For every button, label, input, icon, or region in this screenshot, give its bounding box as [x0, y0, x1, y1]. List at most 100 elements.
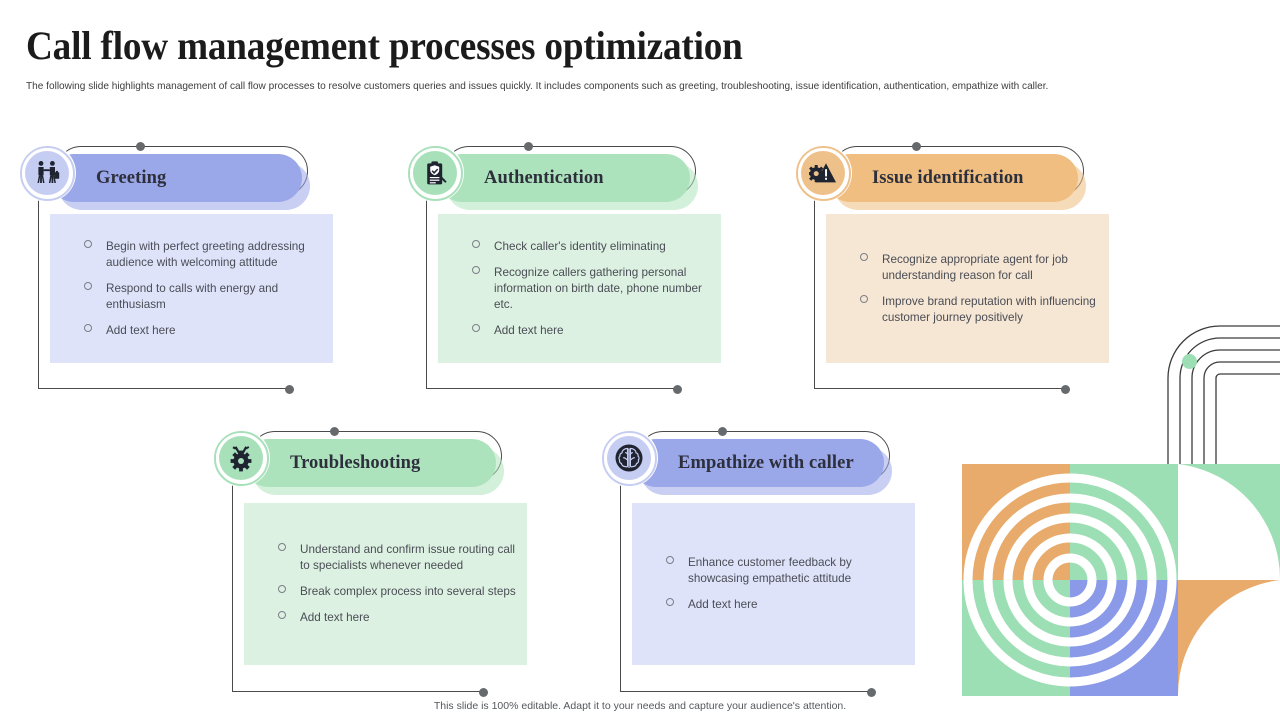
card-icon-badge [18, 144, 76, 202]
bullet-text: Improve brand reputation with influencin… [882, 294, 1096, 324]
card-title: Troubleshooting [290, 452, 421, 473]
card-bracket [620, 480, 872, 692]
card-greeting[interactable]: Greeting Begin with perfect greeting add… [18, 140, 338, 394]
card-bracket [232, 480, 484, 692]
bracket-end-dot [673, 385, 682, 394]
gear-tools-icon [230, 446, 252, 472]
card-icon-badge [794, 144, 852, 202]
bullet-text: Add text here [688, 598, 758, 611]
badge-ring-gap [410, 148, 460, 198]
bullet-marker [84, 281, 92, 290]
handshake-people-icon [37, 161, 60, 183]
card-troubleshooting[interactable]: Troubleshooting Understand and confirm i… [212, 425, 532, 697]
list-item: Respond to calls with energy and enthusi… [84, 281, 323, 313]
list-item: Break complex process into several steps [278, 584, 517, 600]
bullet-marker [666, 598, 674, 606]
card-bracket [38, 195, 290, 389]
badge-ring-gap [604, 433, 654, 483]
header-pill[interactable] [50, 154, 302, 202]
bullet-marker [278, 585, 286, 593]
bullet-text: Break complex process into several steps [300, 585, 516, 598]
bullet-marker [666, 556, 674, 564]
card-body: Enhance customer feedback by showcasing … [632, 503, 915, 665]
header-pill[interactable] [438, 154, 690, 202]
bullet-marker [860, 294, 868, 303]
list-item: Understand and confirm issue routing cal… [278, 542, 517, 574]
badge-disc [25, 151, 69, 195]
bullet-text: Begin with perfect greeting addressing a… [106, 239, 305, 269]
header-pill[interactable] [826, 154, 1078, 202]
bullet-text: Recognize appropriate agent for job unde… [882, 252, 1068, 282]
card-body: Recognize appropriate agent for job unde… [826, 214, 1109, 363]
card-authentication[interactable]: Authentication Check caller's identity e… [406, 140, 726, 394]
bracket-end-dot [867, 688, 876, 697]
card-title: Authentication [484, 167, 604, 188]
badge-ring-gap [22, 148, 72, 198]
bullet-text: Recognize callers gathering personal inf… [494, 265, 702, 311]
badge-ring [407, 145, 463, 201]
header-pill[interactable] [244, 439, 496, 487]
bullet-marker [472, 265, 480, 274]
badge-disc [607, 436, 651, 480]
bullet-marker [472, 323, 480, 332]
list-item: Add text here [472, 323, 711, 339]
bullet-text: Add text here [494, 323, 564, 337]
card-body: Understand and confirm issue routing cal… [244, 503, 527, 665]
decorative-pattern [962, 464, 1280, 696]
card-body: Begin with perfect greeting addressing a… [50, 214, 333, 363]
header-start-dot [524, 141, 533, 151]
badge-disc [219, 436, 263, 480]
header-start-dot [136, 141, 145, 151]
card-title: Issue identification [872, 167, 1024, 188]
decorative-arcs [1167, 325, 1280, 480]
card-title: Empathize with caller [678, 452, 854, 473]
bullet-text: Understand and confirm issue routing cal… [300, 543, 516, 572]
header-start-dot [718, 426, 727, 436]
page-title: Call flow management processes optimizat… [26, 23, 743, 68]
list-item: Enhance customer feedback by showcasing … [666, 555, 905, 587]
bracket-end-dot [479, 688, 488, 697]
badge-ring-gap [798, 148, 848, 198]
badge-disc [413, 151, 457, 195]
badge-ring [213, 430, 269, 486]
list-item: Improve brand reputation with influencin… [860, 294, 1099, 326]
card-body: Check caller's identity eliminating Reco… [438, 214, 721, 363]
list-item: Recognize callers gathering personal inf… [472, 265, 711, 313]
bullet-marker [84, 239, 92, 248]
bullet-text: Add text here [106, 323, 176, 337]
list-item: Begin with perfect greeting addressing a… [84, 239, 323, 271]
badge-disc [801, 151, 845, 195]
bullet-text: Add text here [300, 611, 370, 624]
card-title: Greeting [96, 167, 167, 188]
brain-halves-icon [615, 444, 643, 472]
list-item: Add text here [84, 323, 323, 339]
footer-note: This slide is 100% editable. Adapt it to… [433, 700, 847, 712]
badge-ring [19, 145, 75, 201]
warning-gear-icon [809, 163, 836, 183]
list-item: Add text here [278, 610, 517, 626]
card-empathize-with-caller[interactable]: Empathize with caller Enhance customer f… [600, 425, 920, 697]
page-subtitle: The following slide highlights managemen… [26, 80, 1049, 92]
card-bracket [814, 195, 1066, 389]
bullet-text: Check caller's identity eliminating [494, 239, 666, 253]
badge-ring-gap [216, 433, 266, 483]
bullet-marker [278, 543, 286, 551]
card-icon-badge [212, 429, 270, 487]
card-bracket [426, 195, 678, 389]
clipboard-shield-icon [426, 160, 447, 184]
card-issue-identification[interactable]: Issue identification Recognize appropria… [794, 140, 1114, 394]
header-pill[interactable] [632, 439, 884, 487]
badge-ring [601, 430, 657, 486]
decorative-dot [1182, 354, 1197, 369]
bullet-marker [860, 252, 868, 261]
list-item: Add text here [666, 597, 905, 613]
badge-ring [795, 145, 851, 201]
list-item: Check caller's identity eliminating [472, 239, 711, 255]
bullet-marker [472, 239, 480, 248]
bullet-text: Enhance customer feedback by showcasing … [688, 556, 852, 585]
bullet-text: Respond to calls with energy and enthusi… [106, 281, 279, 311]
bracket-end-dot [1061, 385, 1070, 394]
header-start-dot [912, 141, 921, 151]
card-icon-badge [406, 144, 464, 202]
header-start-dot [330, 426, 339, 436]
